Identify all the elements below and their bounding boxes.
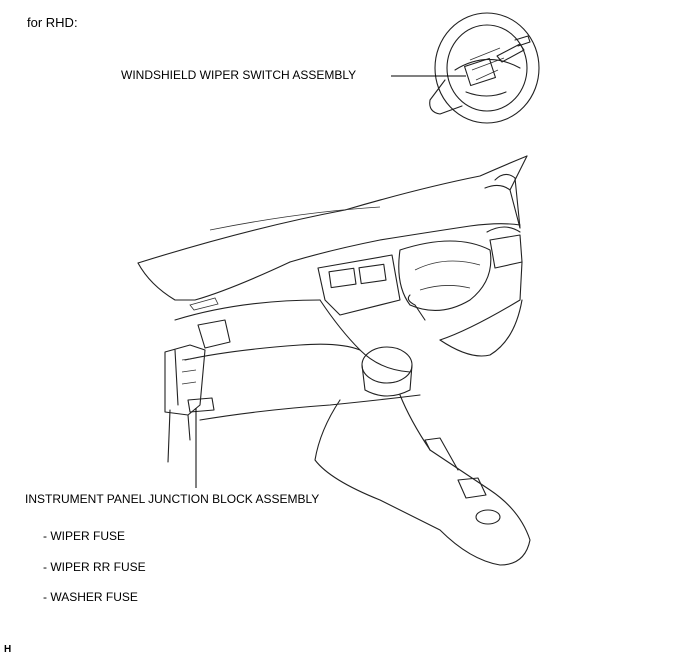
fuse-item-wiper-rr: - WIPER RR FUSE <box>43 559 146 574</box>
illustration-code: H <box>4 644 12 655</box>
wiper-switch-label: WINDSHIELD WIPER SWITCH ASSEMBLY <box>121 68 357 82</box>
fuse-list: - WIPER FUSE - WIPER RR FUSE - WASHER FU… <box>43 529 146 621</box>
junction-block-part <box>164 344 206 416</box>
wiper-switch-part <box>463 57 497 87</box>
steering-wheel-illustration <box>429 12 540 124</box>
wiper-switch-lever <box>496 43 525 63</box>
instrument-panel-illustration <box>137 155 531 566</box>
junction-block-label: INSTRUMENT PANEL JUNCTION BLOCK ASSEMBLY <box>25 492 320 506</box>
fuse-item-wiper: - WIPER FUSE <box>43 529 126 543</box>
variant-label: for RHD: <box>27 15 78 30</box>
fuse-item-washer: - WASHER FUSE <box>43 590 138 604</box>
